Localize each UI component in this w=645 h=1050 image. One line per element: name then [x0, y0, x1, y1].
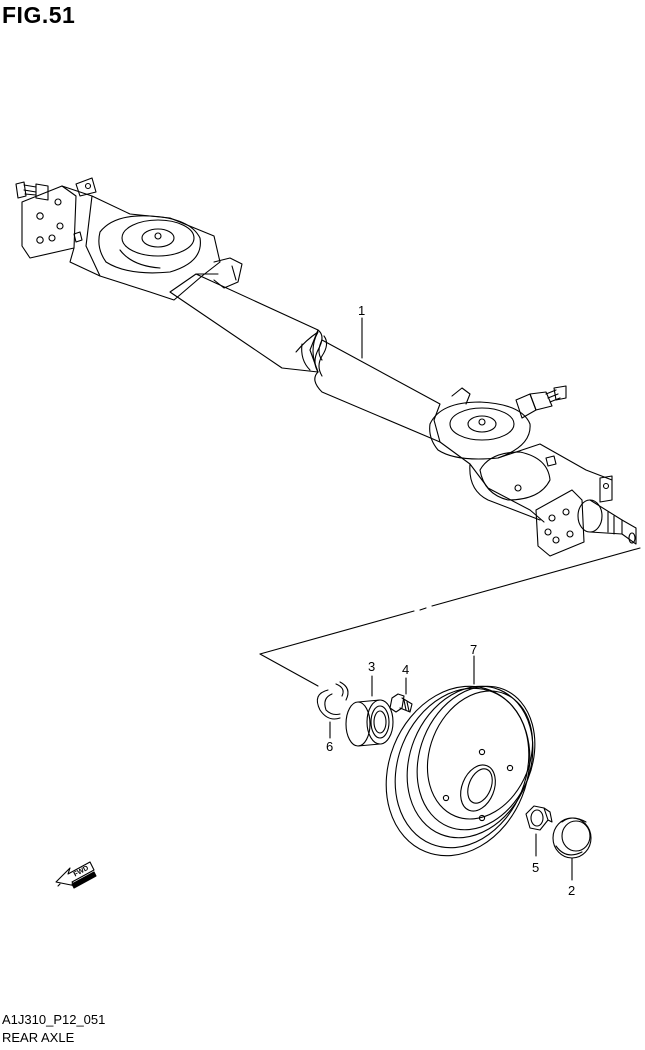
callout-4: 4 — [402, 662, 409, 677]
figure-title: FIG.51 — [2, 2, 76, 28]
callout-3: 3 — [368, 659, 375, 674]
snap-ring — [316, 681, 349, 720]
exploded-view-leader — [259, 547, 641, 687]
fwd-arrow-icon: FWD — [55, 861, 97, 889]
hub-bolt — [389, 693, 413, 713]
wheel-bearing — [345, 699, 394, 747]
figure-name: REAR AXLE — [2, 1030, 75, 1045]
right-spring-seat — [429, 387, 531, 460]
callout-5: 5 — [532, 860, 539, 875]
figure-code: A1J310_P12_051 — [2, 1012, 106, 1027]
brake-drum — [385, 685, 536, 857]
left-flange-plate — [21, 185, 77, 259]
callout-1: 1 — [358, 303, 365, 318]
right-upper-stud — [515, 385, 567, 419]
left-stub-stud — [15, 181, 49, 201]
axle-beam — [15, 177, 637, 557]
right-spindle — [577, 499, 637, 545]
left-spring-seat — [98, 215, 201, 274]
callout-7: 7 — [470, 642, 477, 657]
callout-6: 6 — [326, 739, 333, 754]
callout-2: 2 — [568, 883, 575, 898]
dust-cap — [552, 817, 592, 859]
right-flange-plate — [535, 489, 585, 557]
hub-nut — [525, 805, 553, 831]
